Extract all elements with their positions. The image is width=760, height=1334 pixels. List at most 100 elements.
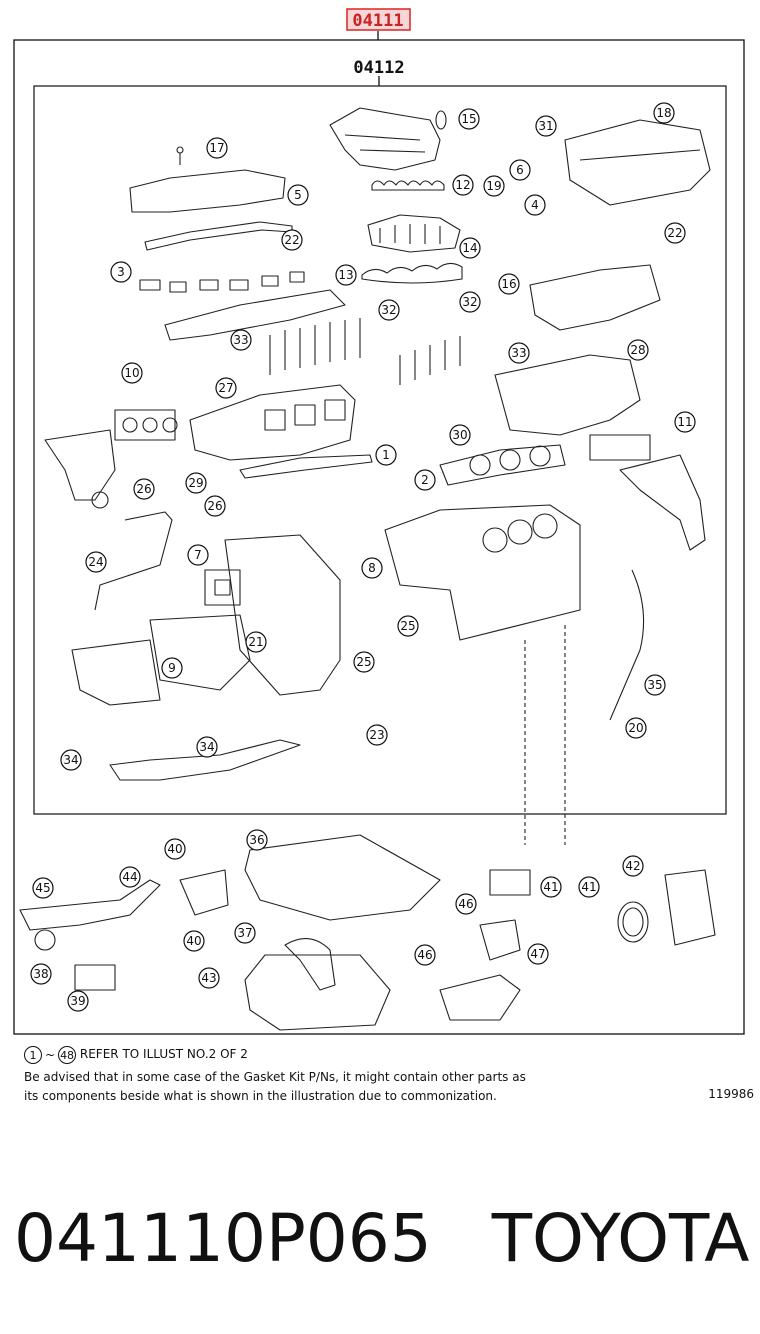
upper-oil-pan [244, 834, 441, 921]
callout-25[interactable]: 25 [353, 651, 375, 673]
callout-label: 24 [88, 555, 103, 569]
callout-45[interactable]: 45 [32, 877, 54, 899]
callout-42[interactable]: 42 [622, 855, 644, 877]
callout-circle [206, 137, 228, 159]
callout-circle [30, 963, 52, 985]
callout-4[interactable]: 4 [524, 194, 546, 216]
callout-20[interactable]: 20 [625, 717, 647, 739]
callout-22[interactable]: 22 [664, 222, 686, 244]
callout-25[interactable]: 25 [397, 615, 419, 637]
top-code[interactable]: 04111 [352, 11, 403, 31]
callout-label: 37 [237, 926, 252, 940]
callout-13[interactable]: 13 [335, 264, 357, 286]
callout-circle [246, 829, 268, 851]
callout-27[interactable]: 27 [215, 377, 237, 399]
callout-11[interactable]: 11 [674, 411, 696, 433]
advice-line-2: its components beside what is shown in t… [24, 1089, 497, 1103]
callout-circle [85, 551, 107, 573]
callout-label: 18 [656, 106, 671, 120]
callout-label: 11 [677, 415, 692, 429]
callout-15[interactable]: 15 [458, 108, 480, 130]
callout-34[interactable]: 34 [60, 749, 82, 771]
range-tilde: ~ [45, 1047, 56, 1062]
top-code-highlight[interactable] [346, 8, 411, 31]
callout-43[interactable]: 43 [198, 967, 220, 989]
callout-circle [459, 291, 481, 313]
part-number: 041110P065 [14, 1199, 432, 1277]
callout-39[interactable]: 39 [67, 990, 89, 1012]
callout-label: 10 [124, 366, 139, 380]
callout-1[interactable]: 1 [375, 444, 397, 466]
callout-circle [110, 261, 132, 283]
callout-label: 14 [462, 241, 477, 255]
callout-label: 36 [249, 833, 264, 847]
callout-44[interactable]: 44 [119, 866, 141, 888]
callout-label: 25 [400, 619, 415, 633]
callout-12[interactable]: 12 [452, 174, 474, 196]
callout-46[interactable]: 46 [455, 893, 477, 915]
callout-8[interactable]: 8 [361, 557, 383, 579]
callout-16[interactable]: 16 [498, 273, 520, 295]
callout-29[interactable]: 29 [185, 472, 207, 494]
callout-3[interactable]: 3 [110, 261, 132, 283]
sub-code[interactable]: 04112 [353, 58, 404, 78]
callout-36[interactable]: 36 [246, 829, 268, 851]
callout-5[interactable]: 5 [287, 184, 309, 206]
callout-34[interactable]: 34 [196, 736, 218, 758]
callout-31[interactable]: 31 [535, 115, 557, 137]
callout-32[interactable]: 32 [378, 299, 400, 321]
callout-circle [119, 866, 141, 888]
callout-26[interactable]: 26 [133, 478, 155, 500]
callout-17[interactable]: 17 [206, 137, 228, 159]
callout-14[interactable]: 14 [459, 237, 481, 259]
callout-24[interactable]: 24 [85, 551, 107, 573]
callout-label: 17 [209, 141, 224, 155]
callout-33[interactable]: 33 [508, 342, 530, 364]
callout-label: 23 [369, 728, 384, 742]
callout-38[interactable]: 38 [30, 963, 52, 985]
range-start-circle: 1 [24, 1045, 42, 1064]
callout-30[interactable]: 30 [449, 424, 471, 446]
callout-circle [234, 922, 256, 944]
callout-26[interactable]: 26 [204, 495, 226, 517]
callout-circle [644, 674, 666, 696]
parts-diagram: 04111 04112 [13, 8, 745, 1035]
callout-label: 41 [581, 880, 596, 894]
callout-circle [524, 194, 546, 216]
callout-18[interactable]: 18 [653, 102, 675, 124]
callout-28[interactable]: 28 [627, 339, 649, 361]
callout-21[interactable]: 21 [245, 631, 267, 653]
callout-10[interactable]: 10 [121, 362, 143, 384]
callout-circle [622, 855, 644, 877]
callout-40[interactable]: 40 [164, 838, 186, 860]
callout-circle [397, 615, 419, 637]
callout-label: 13 [338, 268, 353, 282]
callout-circle [204, 495, 226, 517]
callout-7[interactable]: 7 [187, 544, 209, 566]
callout-label: 32 [381, 303, 396, 317]
callout-23[interactable]: 23 [366, 724, 388, 746]
callout-32[interactable]: 32 [459, 291, 481, 313]
callout-label: 19 [486, 179, 501, 193]
callout-22[interactable]: 22 [281, 229, 303, 251]
callout-46[interactable]: 46 [414, 944, 436, 966]
range-text: REFER TO ILLUST NO.2 OF 2 [79, 1047, 248, 1061]
callout-41[interactable]: 41 [540, 876, 562, 898]
callout-label: 40 [167, 842, 182, 856]
callout-label: 5 [294, 188, 302, 202]
callout-41[interactable]: 41 [578, 876, 600, 898]
callout-40[interactable]: 40 [183, 930, 205, 952]
callout-label: 12 [455, 178, 470, 192]
callout-35[interactable]: 35 [644, 674, 666, 696]
callout-19[interactable]: 19 [483, 175, 505, 197]
callout-47[interactable]: 47 [527, 943, 549, 965]
callout-33[interactable]: 33 [230, 329, 252, 351]
callout-37[interactable]: 37 [234, 922, 256, 944]
callout-6[interactable]: 6 [509, 159, 531, 181]
callout-2[interactable]: 2 [414, 469, 436, 491]
callout-circle [535, 115, 557, 137]
callout-9[interactable]: 9 [161, 657, 183, 679]
inner-frame [33, 85, 727, 815]
callout-circle [60, 749, 82, 771]
